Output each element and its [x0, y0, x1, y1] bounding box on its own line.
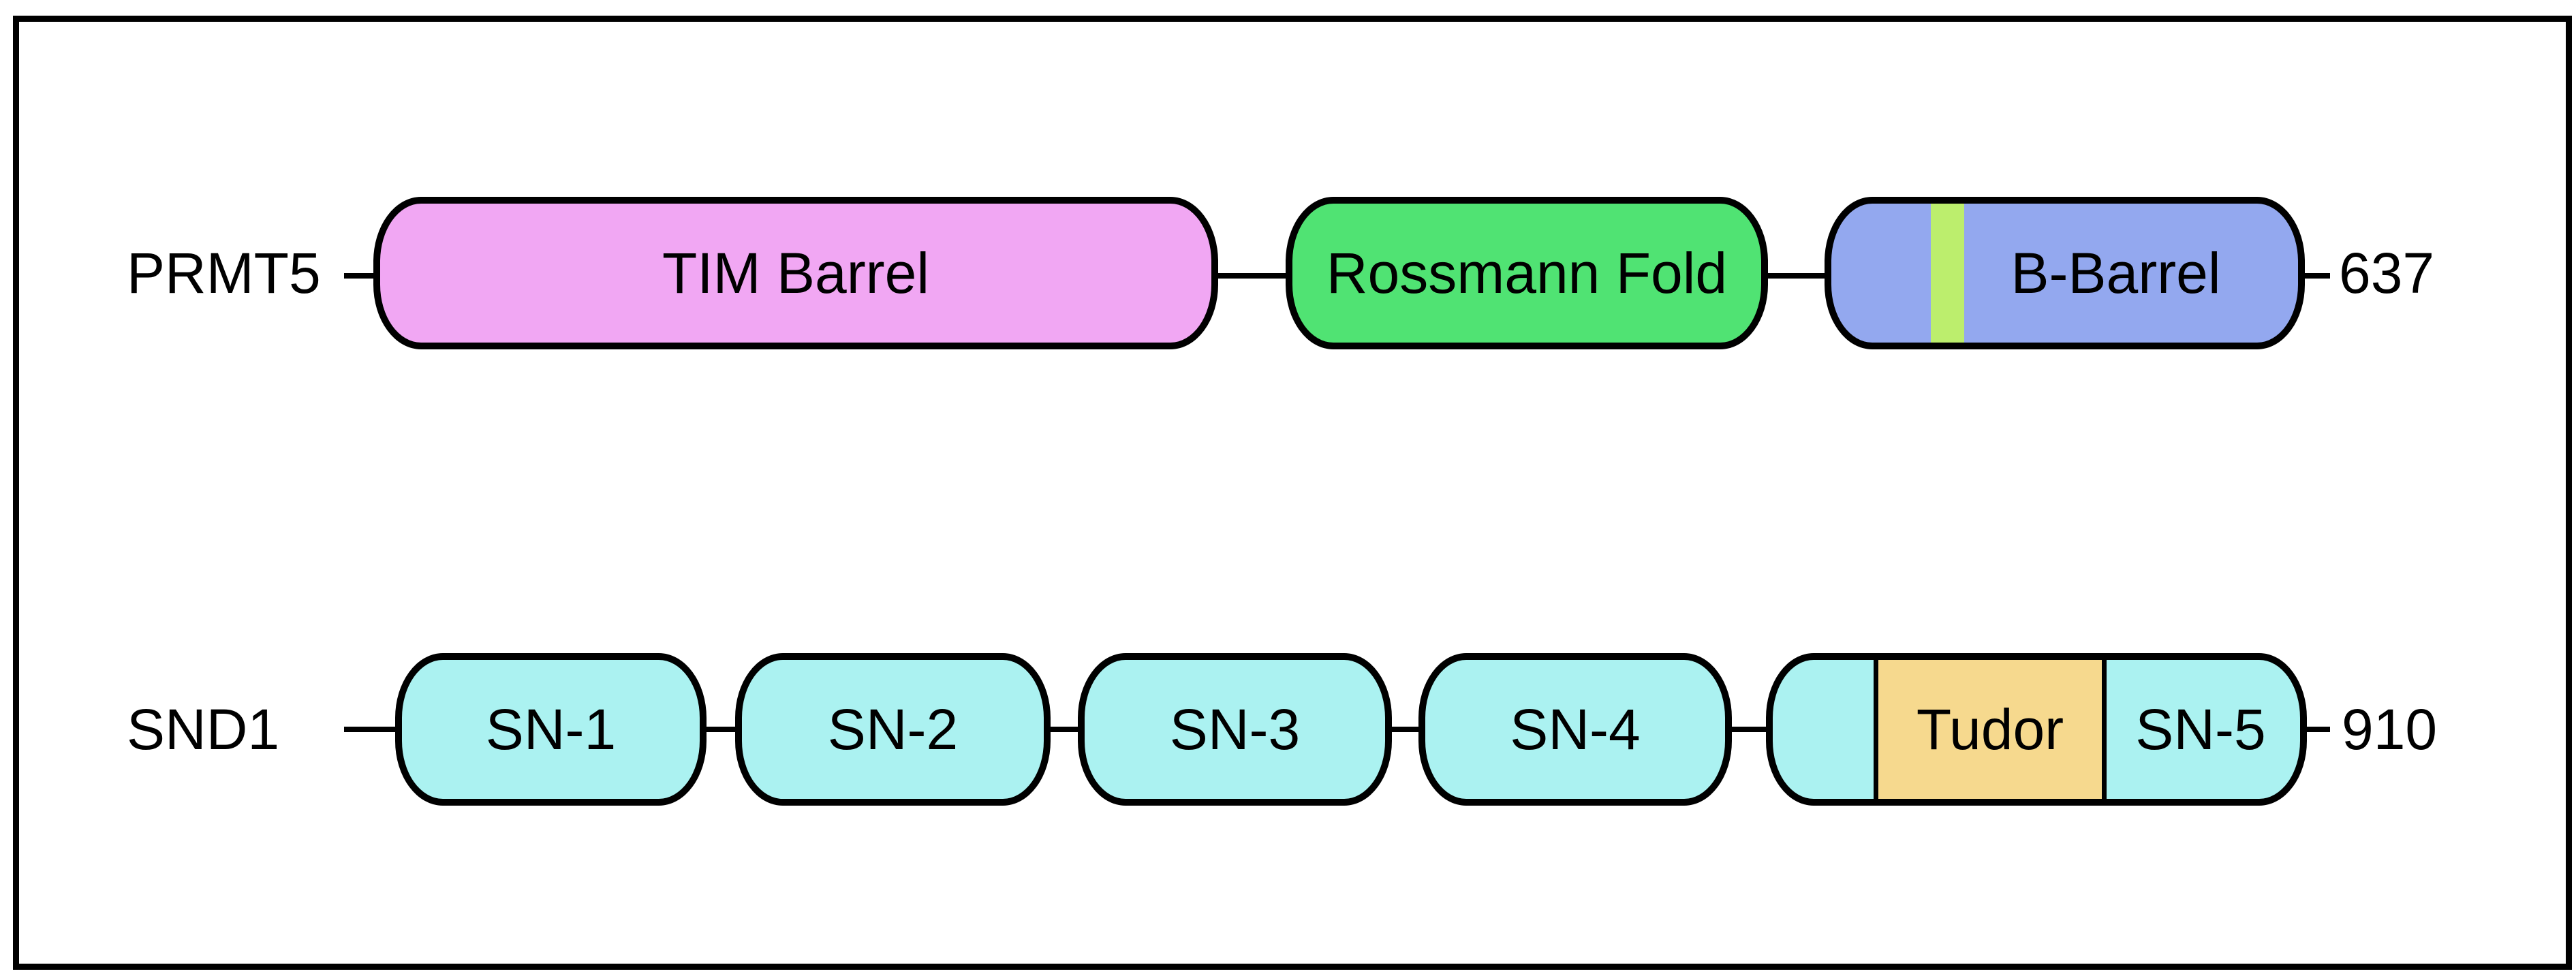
connector-line: [344, 273, 382, 279]
connector-line: [1213, 273, 1291, 279]
domain-box-sn-2: SN-2: [735, 653, 1051, 806]
length-label-snd1: 910: [2342, 697, 2438, 761]
domain-label-tudor: Tudor: [1916, 697, 2064, 761]
domain-label-sn-4: SN-4: [1510, 697, 1641, 761]
domain-label-tim-barrel: TIM Barrel: [662, 240, 930, 305]
domain-label-sn-5: SN-5: [2135, 697, 2266, 761]
protein-name-prmt5: PRMT5: [127, 240, 321, 305]
domain-box-sn-4: SN-4: [1418, 653, 1732, 806]
connector-line: [2299, 273, 2330, 279]
connector-line: [702, 727, 741, 732]
length-label-prmt5: 637: [2339, 240, 2435, 305]
domain-box-sn5-tudor-composite: Tudor SN-5: [1766, 653, 2307, 806]
connector-line: [344, 727, 401, 732]
domain-box-sn-3: SN-3: [1078, 653, 1392, 806]
connector-line: [1763, 273, 1830, 279]
diagram-frame: [13, 16, 2572, 970]
sn5-segment: SN-5: [2101, 660, 2300, 799]
connector-line: [1046, 727, 1083, 732]
domain-box-sn-1: SN-1: [395, 653, 707, 806]
domain-label-sn-1: SN-1: [485, 697, 617, 761]
connector-line: [1727, 727, 1771, 732]
connector-line: [1387, 727, 1424, 732]
protein-name-snd1: SND1: [127, 697, 280, 761]
domain-label-sn-2: SN-2: [827, 697, 959, 761]
domain-label-sn-3: SN-3: [1169, 697, 1301, 761]
domain-label-rossmann-fold: Rossmann Fold: [1326, 240, 1728, 305]
domain-box-tim-barrel: TIM Barrel: [373, 197, 1218, 349]
domain-box-b-barrel: B-Barrel: [1825, 197, 2305, 349]
connector-line: [2301, 727, 2330, 732]
b-barrel-stripe: [1931, 204, 1964, 343]
domain-box-rossmann-fold: Rossmann Fold: [1286, 197, 1768, 349]
domain-label-b-barrel: B-Barrel: [2011, 240, 2221, 305]
tudor-segment: Tudor: [1874, 660, 2107, 799]
